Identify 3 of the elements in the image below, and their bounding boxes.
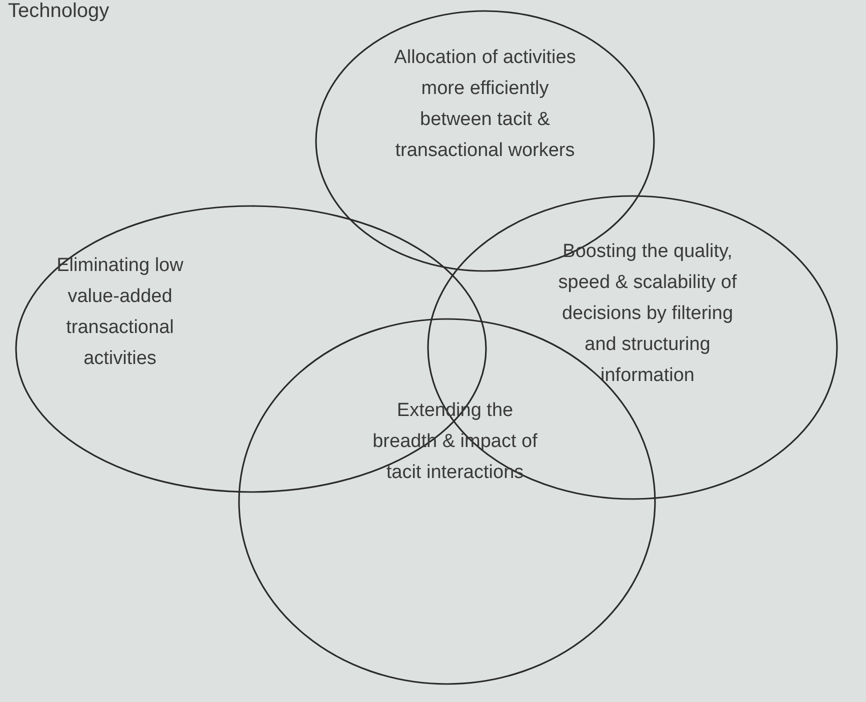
node-text: Eliminating low value-added transactional activities xyxy=(56,254,184,371)
node-text: Allocation of activities more efficiently between tacit & transactional workers xyxy=(393,46,577,163)
heading-text: Technology xyxy=(8,0,110,23)
